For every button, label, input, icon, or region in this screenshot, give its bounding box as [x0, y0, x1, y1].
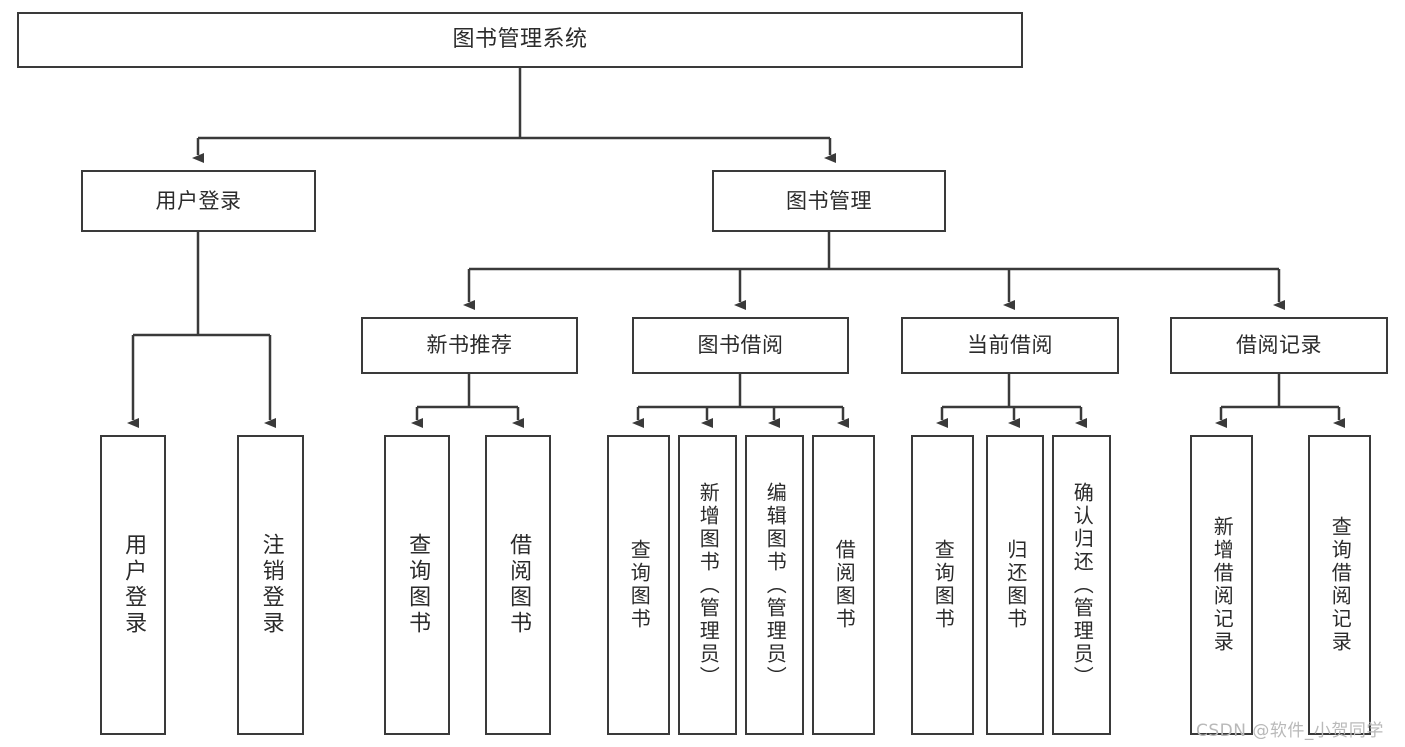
node-book-manage[interactable]: 图书管理	[712, 170, 946, 232]
node-current-borrow-label: 当前借阅	[967, 333, 1053, 357]
node-borrow-record-label: 借阅记录	[1236, 333, 1322, 357]
node-leaf-edit-book-admin[interactable]: 编辑图书（管理员）	[745, 435, 804, 735]
node-leaf-add-borrow-record[interactable]: 新增借阅记录	[1190, 435, 1253, 735]
node-leaf-query-book-cur[interactable]: 查询图书	[911, 435, 974, 735]
node-leaf-add-book-admin-label: 新增图书（管理员）	[696, 481, 721, 689]
node-leaf-borrow-book-new[interactable]: 借阅图书	[485, 435, 551, 735]
node-user-login[interactable]: 用户登录	[81, 170, 316, 232]
node-book-borrow[interactable]: 图书借阅	[632, 317, 849, 374]
node-leaf-user-login-label: 用户登录	[121, 533, 147, 637]
node-book-manage-label: 图书管理	[786, 188, 872, 213]
node-current-borrow[interactable]: 当前借阅	[901, 317, 1119, 374]
node-leaf-edit-book-admin-label: 编辑图书（管理员）	[763, 481, 788, 689]
node-leaf-confirm-return-label: 确认归还（管理员）	[1070, 481, 1095, 689]
watermark-text: CSDN @软件_小贺同学	[1196, 721, 1384, 741]
node-leaf-query-borrow-record[interactable]: 查询借阅记录	[1308, 435, 1371, 735]
node-leaf-logout-login[interactable]: 注销登录	[237, 435, 304, 735]
node-leaf-return-book-label: 归还图书	[1003, 539, 1028, 631]
node-leaf-query-book-cur-label: 查询图书	[931, 539, 956, 631]
node-new-book-rec-label: 新书推荐	[426, 333, 513, 357]
node-leaf-user-login[interactable]: 用户登录	[100, 435, 166, 735]
node-root-label: 图书管理系统	[452, 27, 588, 52]
node-user-login-label: 用户登录	[155, 188, 242, 213]
node-leaf-confirm-return[interactable]: 确认归还（管理员）	[1052, 435, 1111, 735]
node-book-borrow-label: 图书借阅	[697, 333, 784, 357]
node-leaf-add-borrow-record-label: 新增借阅记录	[1210, 516, 1235, 654]
node-leaf-add-book-admin[interactable]: 新增图书（管理员）	[678, 435, 737, 735]
node-leaf-logout-login-label: 注销登录	[258, 533, 284, 637]
node-leaf-borrow-book-b-label: 借阅图书	[832, 539, 857, 631]
node-leaf-query-borrow-record-label: 查询借阅记录	[1328, 516, 1353, 654]
node-borrow-record[interactable]: 借阅记录	[1170, 317, 1388, 374]
node-leaf-query-book-borrow-label: 查询图书	[627, 539, 652, 631]
node-new-book-rec[interactable]: 新书推荐	[361, 317, 578, 374]
node-leaf-borrow-book-new-label: 借阅图书	[506, 533, 532, 637]
node-leaf-query-book-new[interactable]: 查询图书	[384, 435, 450, 735]
node-leaf-query-book-borrow[interactable]: 查询图书	[607, 435, 670, 735]
node-leaf-query-book-new-label: 查询图书	[405, 533, 431, 637]
node-leaf-return-book[interactable]: 归还图书	[986, 435, 1044, 735]
node-leaf-borrow-book-b[interactable]: 借阅图书	[812, 435, 875, 735]
node-root[interactable]: 图书管理系统	[17, 12, 1023, 68]
